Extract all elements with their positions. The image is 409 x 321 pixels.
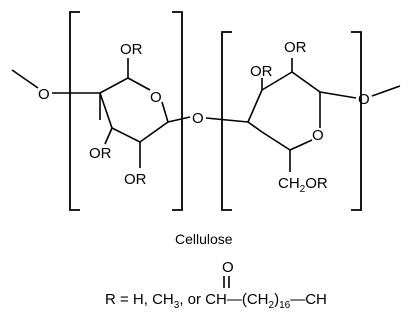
atom-ring1-o: O	[150, 89, 162, 106]
bond-o-middle-ring2	[205, 117, 249, 123]
bond-right-methyl	[371, 85, 401, 97]
ring-1	[99, 58, 169, 168]
bracket-left-1	[69, 11, 80, 211]
bond-ring1-o-middle	[167, 116, 191, 123]
bracket-right-1	[172, 11, 183, 211]
r-acyl-carbonyl-o: O	[222, 259, 234, 276]
diagram-caption: Cellulose	[175, 231, 233, 247]
atom-o-middle-link: O	[192, 110, 204, 127]
bond-ring2-o-right	[319, 91, 357, 99]
atom-ring1-lower-or: OR	[89, 145, 112, 162]
atom-ring2-top-left-or: OR	[250, 63, 273, 80]
atom-ring2-o: O	[312, 127, 324, 144]
atom-ring1-top-or: OR	[120, 41, 143, 58]
atom-ring2-ch2or: CH2OR	[278, 175, 328, 195]
atom-ring1-bottom-or: OR	[124, 171, 147, 188]
bracket-right-2	[351, 31, 362, 211]
ring-2	[247, 58, 321, 172]
bracket-left-2	[221, 31, 232, 211]
atom-ring2-top-right-or: OR	[284, 39, 307, 56]
atom-o-left-link: O	[38, 86, 50, 103]
r-group-definition: R = H, CH3, or CH—(CH2)16—CH	[105, 291, 327, 311]
atom-o-right-link: O	[358, 91, 370, 108]
bond-left-methyl	[11, 69, 39, 89]
